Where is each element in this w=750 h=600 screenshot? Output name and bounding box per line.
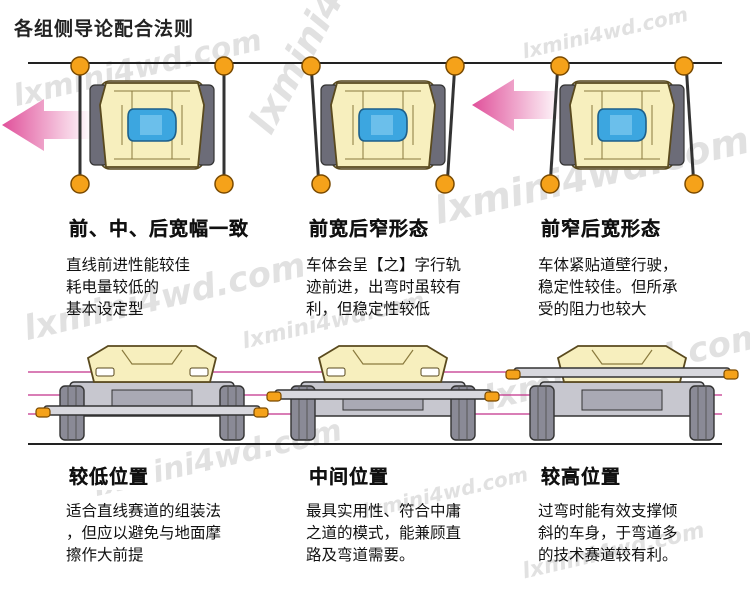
direction-arrow-icon <box>472 79 562 131</box>
roller-icon <box>301 56 321 76</box>
roller-icon <box>70 174 90 194</box>
top-view-car-rear-wide <box>472 56 704 194</box>
roller-icon <box>435 174 455 194</box>
roller-icon <box>70 56 90 76</box>
panel-desc-rear-wide: 车体紧贴道壁行驶， 稳定性较佳。但所承 受的阻力也较大 <box>538 256 678 318</box>
roller-icon <box>253 407 269 418</box>
panel-desc-even-width: 直线前进性能较佳 耗电量较低的 基本设定型 <box>66 256 191 318</box>
panel-desc-front-wide: 车体会呈【之】字行轨 迹前进，出弯时虽较有 利，但稳定性较低 <box>306 256 462 318</box>
roller-icon <box>214 56 234 76</box>
panel-desc-mid-position: 最具实用性、符合中庸 之道的模式，能兼顾直 路及弯道需要。 <box>306 502 462 564</box>
rear-view-car-mid <box>266 345 500 441</box>
panel-heading-front-wide: 前宽后窄形态 <box>306 214 433 241</box>
roller-icon <box>484 391 500 402</box>
panel-heading-even-width: 前、中、后宽幅一致 <box>66 214 253 241</box>
roller-icon <box>540 174 560 194</box>
panel-desc-high-position: 过弯时能有效支撑倾 斜的车身，于弯道多 的技术赛道较有利。 <box>538 502 678 564</box>
roller-icon <box>445 56 465 76</box>
roller-icon <box>214 174 234 194</box>
rear-view-car-low <box>35 345 269 441</box>
panel-heading-high-position: 较高位置 <box>538 462 625 489</box>
rear-view-car-high <box>505 345 739 441</box>
top-view-car-front-wide <box>301 56 465 194</box>
roller-icon <box>311 174 331 194</box>
direction-arrow-icon <box>2 99 92 151</box>
page-title: 各组侧导论配合法则 <box>14 18 195 40</box>
roller-icon <box>684 174 704 194</box>
roller-icon <box>266 391 282 402</box>
roller-icon <box>505 369 521 380</box>
top-view-car-even <box>2 56 234 194</box>
roller-icon <box>35 407 51 418</box>
roller-icon <box>674 56 694 76</box>
panel-heading-mid-position: 中间位置 <box>306 462 393 489</box>
panel-heading-low-position: 较低位置 <box>66 462 153 489</box>
roller-icon <box>723 369 739 380</box>
panel-desc-low-position: 适合直线赛道的组装法 ，但应以避免与地面摩 擦作大前提 <box>66 502 222 564</box>
panel-heading-rear-wide: 前窄后宽形态 <box>538 214 665 241</box>
roller-icon <box>550 56 570 76</box>
